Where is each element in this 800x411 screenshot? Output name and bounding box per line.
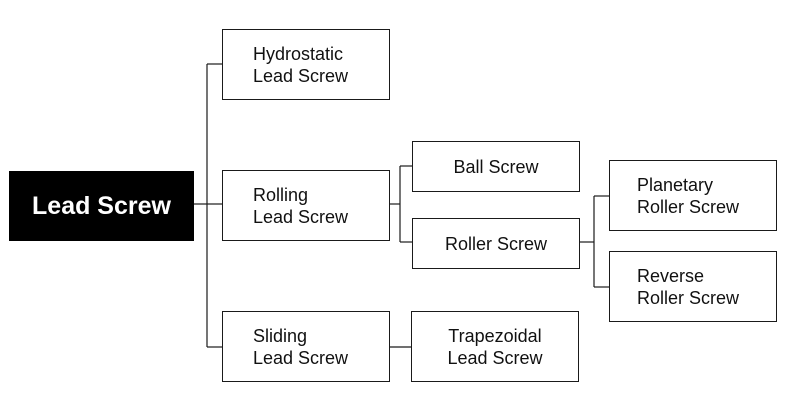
node-label: Ball Screw xyxy=(453,156,539,177)
node-label-line2: Lead Screw xyxy=(253,65,349,86)
node-roller-screw: Roller Screw xyxy=(412,218,580,269)
node-sliding-lead-screw: Sliding Lead Screw xyxy=(222,311,390,382)
node-label-line1: Hydrostatic xyxy=(253,43,344,64)
node-label-line1: Sliding xyxy=(253,325,308,346)
node-rolling-lead-screw: Rolling Lead Screw xyxy=(222,170,390,241)
node-label-line1: Reverse xyxy=(637,265,705,286)
node-label-line2: Roller Screw xyxy=(637,287,740,308)
node-planetary-roller-screw: Planetary Roller Screw xyxy=(609,160,777,231)
node-trapezoidal-lead-screw: Trapezoidal Lead Screw xyxy=(411,311,579,382)
node-label-line2: Roller Screw xyxy=(637,196,740,217)
node-hydrostatic-lead-screw: Hydrostatic Lead Screw xyxy=(222,29,390,100)
node-label: Roller Screw xyxy=(444,233,548,254)
root-node-label: Lead Screw xyxy=(32,192,171,220)
node-label-line1: Trapezoidal xyxy=(448,325,542,346)
node-ball-screw: Ball Screw xyxy=(412,141,580,192)
node-label-line1: Rolling xyxy=(253,184,309,205)
node-label-line2: Lead Screw xyxy=(253,206,349,227)
node-label-line2: Lead Screw xyxy=(447,347,543,368)
node-label-line2: Lead Screw xyxy=(253,347,349,368)
node-label-line1: Planetary xyxy=(637,174,714,195)
root-node-lead-screw: Lead Screw xyxy=(9,171,194,241)
node-reverse-roller-screw: Reverse Roller Screw xyxy=(609,251,777,322)
